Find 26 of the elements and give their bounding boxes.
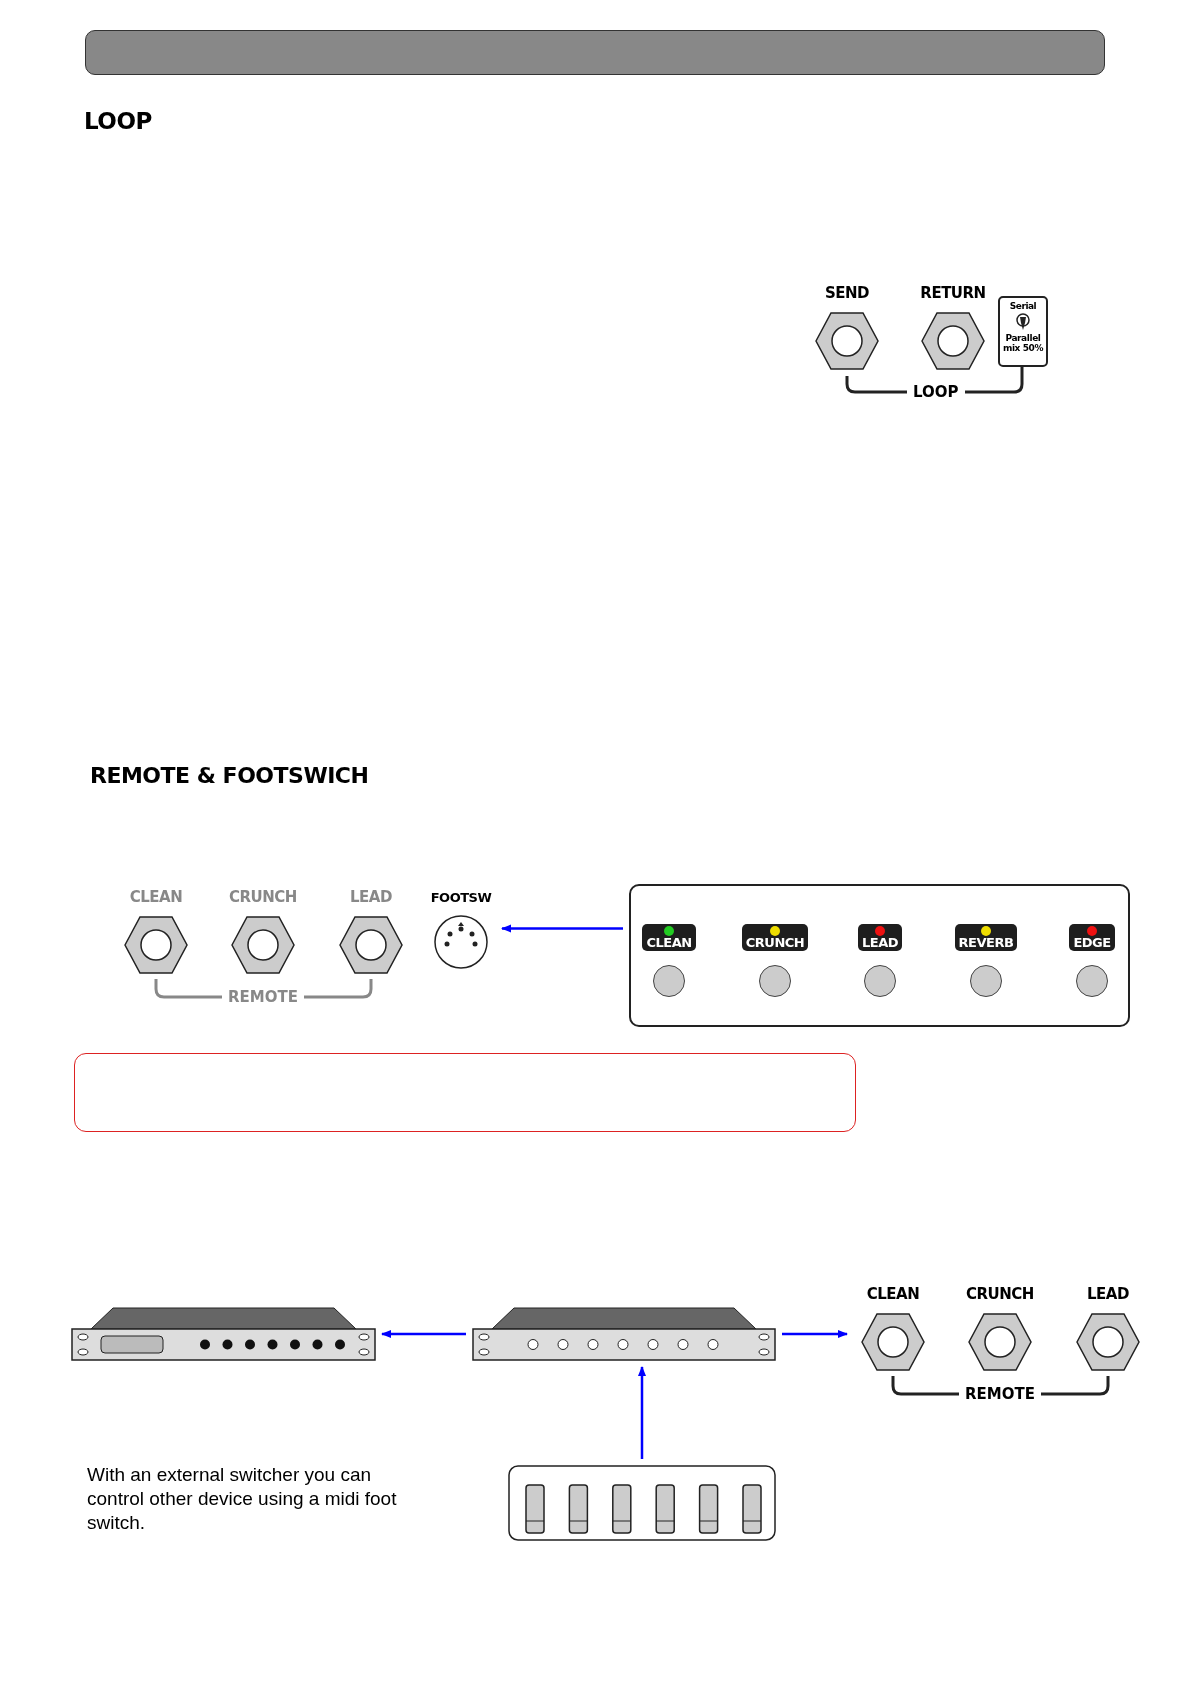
channel-label: CRUNCH bbox=[741, 924, 809, 951]
jack-label: CRUNCH bbox=[229, 888, 297, 906]
footswitch-panel bbox=[629, 884, 1130, 1027]
jack-label: SEND bbox=[824, 284, 870, 302]
jack-label: LEAD bbox=[350, 888, 392, 906]
switch-panel bbox=[998, 296, 1048, 367]
channel-label: LEAD bbox=[858, 924, 902, 951]
description-text: With an external switcher you can control other device using a midi foot switch. bbox=[87, 1463, 398, 1535]
section-heading: LOOP bbox=[84, 108, 152, 134]
arrow bbox=[782, 1330, 848, 1338]
arrow bbox=[638, 1366, 646, 1459]
channel-label: REVERB bbox=[954, 924, 1018, 951]
section-heading: REMOTE & FOOTSWICH bbox=[90, 763, 369, 788]
channel-label: EDGE bbox=[1069, 924, 1115, 951]
switch-label: Serial bbox=[1008, 301, 1038, 311]
switch-label: Parallel mix 50% bbox=[1001, 333, 1045, 353]
note-box bbox=[74, 1053, 856, 1132]
arrow bbox=[501, 924, 623, 933]
jack-label: CRUNCH bbox=[966, 1285, 1034, 1303]
jack-label: LEAD bbox=[1087, 1285, 1129, 1303]
jack-label: CLEAN bbox=[129, 888, 183, 906]
jack-label: CLEAN bbox=[866, 1285, 920, 1303]
socket-label: FOOTSW bbox=[430, 890, 492, 905]
arrow bbox=[381, 1330, 466, 1338]
jack-label: RETURN bbox=[920, 284, 986, 302]
channel-label: CLEAN bbox=[642, 924, 696, 951]
